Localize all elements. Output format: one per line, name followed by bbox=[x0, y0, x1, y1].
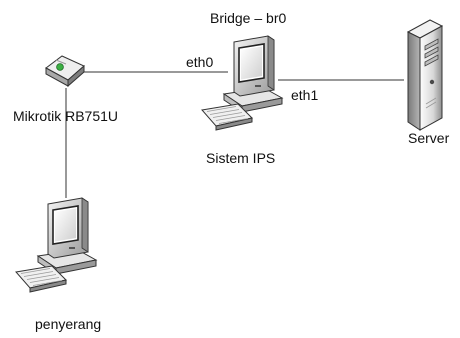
attacker-computer-icon bbox=[16, 198, 96, 292]
ips-label: Sistem IPS bbox=[206, 150, 275, 166]
server-label: Server bbox=[408, 130, 450, 146]
attacker-label: penyerang bbox=[35, 316, 101, 332]
eth0-label: eth0 bbox=[186, 54, 213, 70]
server-tower-icon bbox=[408, 20, 442, 130]
router-label: Mikrotik RB751U bbox=[13, 108, 118, 124]
eth1-label: eth1 bbox=[291, 87, 318, 103]
ips-computer-icon bbox=[202, 36, 282, 130]
router-icon bbox=[46, 56, 84, 86]
bridge-label: Bridge – br0 bbox=[210, 10, 286, 26]
